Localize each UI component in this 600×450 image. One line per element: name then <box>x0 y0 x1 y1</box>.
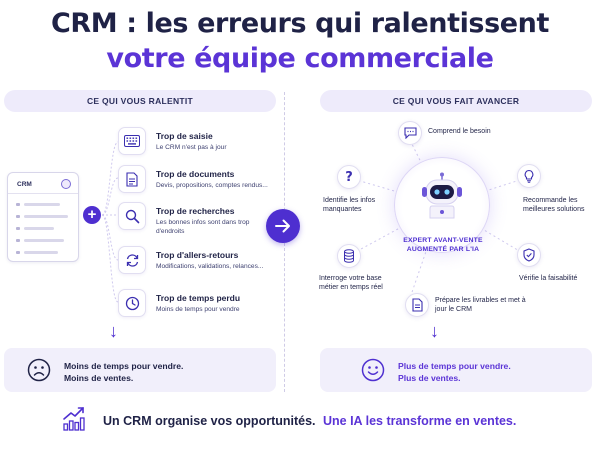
crm-row-line <box>24 239 64 242</box>
node-label-query-base: Interroge votre base métier en temps rée… <box>319 275 383 291</box>
node-label-recommend: Recommande les meilleures solutions <box>523 197 585 213</box>
crm-row-line <box>24 203 60 206</box>
item-back-and-forth: Trop d'allers-retours Modifications, val… <box>156 250 266 271</box>
ai-expert-hub <box>394 157 490 253</box>
item-title: Trop de documents <box>156 169 235 179</box>
item-subtitle: Les bonnes infos sont dans trop d'endroi… <box>156 219 250 235</box>
item-subtitle: Devis, propositions, comptes rendus... <box>156 182 268 189</box>
lightbulb-icon <box>517 164 541 188</box>
robot-icon <box>422 172 462 219</box>
right-result-box <box>320 348 592 392</box>
item-searches: Trop de recherches Les bonnes infos sont… <box>156 206 266 236</box>
node-label-understand: Comprend le besoin <box>428 128 491 135</box>
result-line-1: Moins de temps pour vendre. <box>64 361 184 371</box>
crm-row-line <box>24 215 68 218</box>
arrow-down-icon: ↓ <box>430 321 439 341</box>
document-icon <box>118 165 146 193</box>
search-icon <box>118 202 146 230</box>
crm-mockup-card: CRM <box>7 172 79 262</box>
item-documents: Trop de documents Devis, propositions, c… <box>156 169 278 190</box>
left-section-header: CE QUI VOUS RALENTIT <box>4 90 276 112</box>
clock-icon <box>118 289 146 317</box>
crm-card-divider <box>8 193 78 194</box>
arrow-right-icon <box>266 209 300 243</box>
node-label-feasibility: Vérifie la faisabilité <box>519 275 578 282</box>
plus-icon: + <box>83 206 101 224</box>
result-line-1: Plus de temps pour vendre. <box>398 361 511 371</box>
right-result-text: Plus de temps pour vendre. Plus de vente… <box>398 360 511 384</box>
chat-icon <box>398 121 422 145</box>
arrow-down-icon: ↓ <box>109 321 118 341</box>
refresh-icon <box>118 246 146 274</box>
item-time-lost: Trop de temps perdu Moins de temps pour … <box>156 293 276 314</box>
crm-row-bullet <box>16 251 20 254</box>
crm-row-line <box>24 227 54 230</box>
footer-text-part-1: Un CRM organise vos opportunités. <box>103 414 316 428</box>
crm-row-bullet <box>16 215 20 218</box>
item-typing: Trop de saisie Le CRM n'est pas à jour <box>156 131 276 152</box>
growth-chart-icon <box>63 407 85 431</box>
result-line-2: Moins de ventes. <box>64 373 134 383</box>
shield-check-icon <box>517 243 541 267</box>
node-label-deliverables: Prépare les livrables et met à jour le C… <box>435 297 526 313</box>
sad-face-icon <box>27 358 51 382</box>
crm-row-bullet <box>16 239 20 242</box>
result-line-2: Plus de ventes. <box>398 373 461 383</box>
connector-lines <box>101 141 119 303</box>
title-line-2: votre équipe commerciale <box>106 43 494 74</box>
item-title: Trop de temps perdu <box>156 293 241 303</box>
item-subtitle: Le CRM n'est pas à jour <box>156 144 227 151</box>
hub-label: EXPERT AVANT-VENTE AUGMENTÉ PAR L'IA <box>403 237 483 253</box>
item-title: Trop de recherches <box>156 206 235 216</box>
crm-card-label: CRM <box>17 181 32 188</box>
item-subtitle: Moins de temps pour vendre <box>156 306 240 313</box>
happy-face-icon <box>361 358 385 382</box>
crm-row-line <box>24 251 58 254</box>
footer-text-part-2: Une IA les transforme en ventes. <box>323 414 517 428</box>
crm-row-bullet <box>16 203 20 206</box>
avatar-icon <box>61 179 71 189</box>
node-label-missing-info: Identifie les infos manquantes <box>323 197 376 213</box>
title-line-1: CRM : les erreurs qui ralentissent <box>50 8 550 39</box>
crm-row-bullet <box>16 227 20 230</box>
item-subtitle: Modifications, validations, relances... <box>156 263 264 270</box>
question-icon: ? <box>337 165 361 189</box>
item-title: Trop de saisie <box>156 131 213 141</box>
right-section-header: CE QUI VOUS FAIT AVANCER <box>320 90 592 112</box>
item-title: Trop d'allers-retours <box>156 250 239 260</box>
file-icon <box>405 293 429 317</box>
left-result-text: Moins de temps pour vendre. Moins de ven… <box>64 360 183 384</box>
database-icon <box>337 244 361 268</box>
keyboard-icon <box>118 127 146 155</box>
